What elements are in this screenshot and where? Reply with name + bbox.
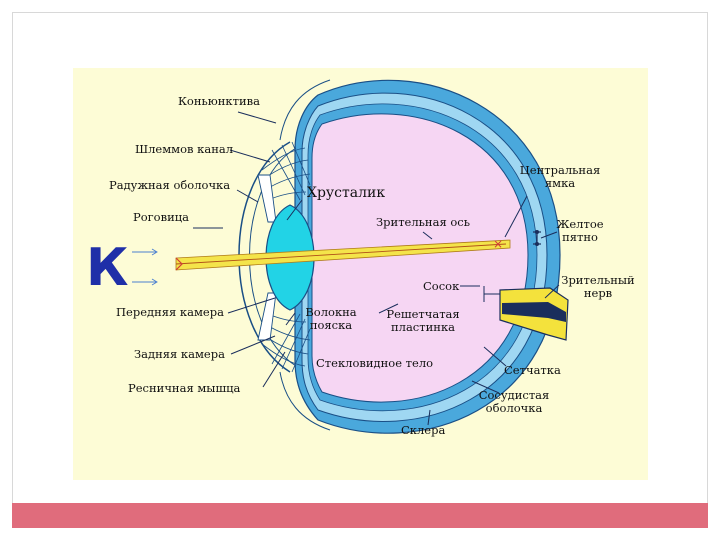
macula-dot-top [535, 230, 539, 234]
label-zonule-line2: пояска [309, 318, 353, 332]
macula-dot-bottom [535, 242, 539, 246]
label-choroid: Сосудистая оболочка [474, 389, 554, 415]
label-lens: Хрусталик [307, 185, 386, 201]
label-optic-nerve-line2: нерв [583, 286, 613, 300]
footer-bar [12, 503, 708, 528]
label-optic-disc: Сосок [423, 279, 460, 293]
label-macula: Желтое пятно [544, 218, 616, 244]
label-anterior-chamber: Передняя камера [116, 305, 224, 319]
label-vitreous-body: Стекловидное тело [316, 356, 434, 370]
label-zonule-line1: Волокна [305, 305, 357, 319]
label-choroid-line1: Сосудистая [478, 388, 550, 402]
label-fovea: Центральная ямка [510, 164, 610, 190]
label-optic-nerve: Зрительный нерв [548, 274, 648, 300]
label-lamina-line2: пластинка [390, 320, 455, 334]
label-ciliary-muscle: Ресничная мышца [128, 381, 241, 395]
label-choroid-line2: оболочка [485, 401, 543, 415]
label-cornea: Роговица [133, 210, 190, 224]
label-fovea-line2: ямка [544, 176, 576, 190]
k-rays [132, 248, 158, 286]
arrow-k [175, 257, 183, 271]
label-visual-axis: Зрительная ось [376, 215, 470, 229]
object-letter-k: К [86, 238, 129, 298]
conjunctiva-curve [279, 79, 331, 141]
label-zonule: Волокна пояска [298, 306, 364, 332]
label-sclera: Склера [401, 423, 446, 437]
label-fovea-line1: Центральная [519, 163, 601, 177]
optic-axis-beam [175, 239, 511, 271]
optic-axis-line [175, 243, 507, 265]
label-conjunctiva: Коньюнктива [178, 94, 260, 108]
leader-lines [193, 111, 560, 426]
label-macula-line1: Желтое [556, 217, 604, 231]
ciliary-lower [261, 313, 311, 373]
iris-upper [257, 174, 277, 223]
label-iris: Радужная оболочка [109, 178, 231, 192]
label-macula-line2: пятно [562, 230, 598, 244]
label-lamina-cribrosa: Решетчатая пластинка [378, 308, 468, 334]
label-lamina-line1: Решетчатая [386, 307, 460, 321]
label-optic-nerve-line1: Зрительный [561, 273, 635, 287]
label-retina: Сетчатка [504, 363, 561, 377]
conjunctiva-curve-lower [279, 371, 331, 431]
optic-nerve-band [502, 302, 566, 322]
label-posterior-chamber: Задняя камера [134, 347, 225, 361]
axis-mark-x: × [493, 237, 503, 251]
label-schlemm-canal: Шлеммов канал [135, 142, 234, 156]
